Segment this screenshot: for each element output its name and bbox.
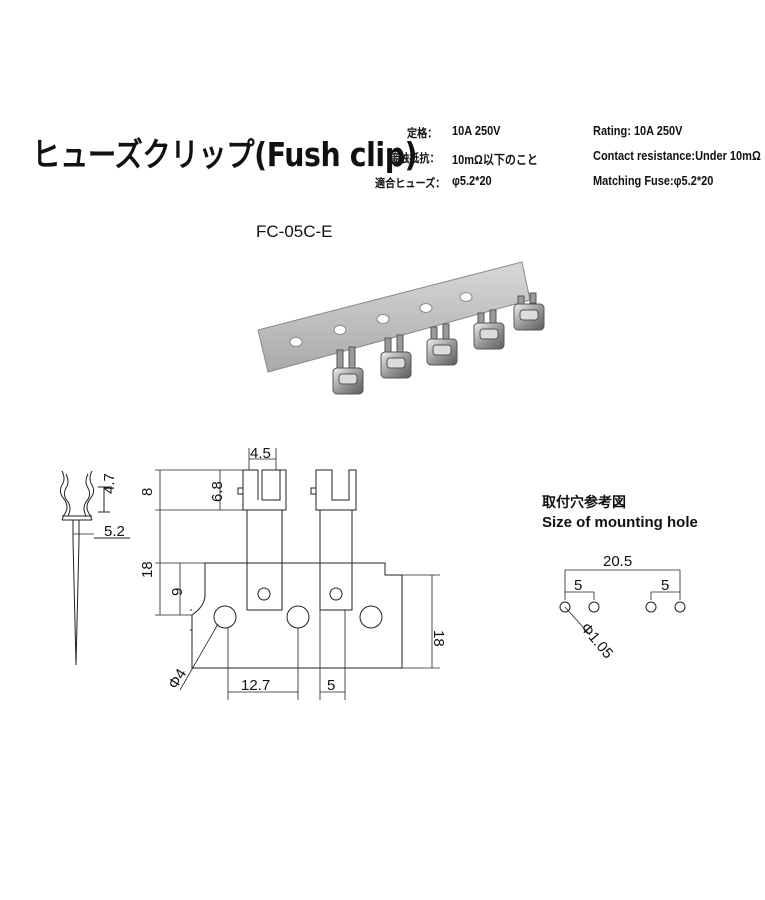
dim-mount-right: 5 [661,577,669,594]
spec-contact-en: Contact resistance:Under 10mΩ [593,149,761,163]
strip-hole [459,292,473,302]
dim-mount-hole-dia: Φ1.05 [577,620,616,662]
mounting-title-jp: 取付穴参考図 [542,495,626,511]
dim-side-thickness: 5.2 [104,523,125,540]
spec-rating-en: Rating: 10A 250V [593,124,683,138]
spec-fuse-en: Matching Fuse:φ5.2*20 [593,174,714,188]
fuse-clip [332,346,364,395]
spec-rating-value-jp: 10A 250V [452,124,501,138]
fuse-clip [513,292,545,331]
strip-hole [333,325,347,335]
mounting-hole-diagram: 20.5 5 5 Φ1.05 [559,553,686,662]
mounting-title-en: Size of mounting hole [542,514,698,531]
dim-hole-dia: Φ4 [165,666,190,692]
dim-pitch: 12.7 [241,677,270,694]
spec-rating-label-jp: 定格： [407,126,438,140]
page-title: ヒューズクリップ(Fush clip) [32,135,418,174]
dim-lower-height: 9 [169,588,186,596]
dim-slot-height: 6.8 [209,481,226,502]
dim-strip-height: 18 [430,630,447,647]
fuse-clip [473,309,505,350]
dim-side-height: 4.7 [101,473,118,494]
spec-contact-label-jp: 接触抵抗： [389,151,440,165]
strip-hole [419,303,433,313]
dim-clip-height: 18 [139,561,156,578]
strip-hole [376,314,390,324]
spec-contact-value-jp: 10mΩ以下のこと [452,153,538,167]
spec-fuse-value-jp: φ5.2*20 [452,174,492,188]
dim-tab-width: 4.5 [250,445,271,462]
dim-lead-width: 5 [327,677,335,694]
side-view: 4.7 5.2 [59,470,130,666]
model-number: FC-05C-E [256,222,333,241]
strip-hole [289,337,303,347]
fuse-clip [426,323,458,366]
dim-mount-left: 5 [574,577,582,594]
fuse-clip [380,334,412,379]
dim-top-height: 8 [139,488,156,496]
spec-fuse-label-jp: 適合ヒューズ： [375,176,446,190]
front-view: 4.5 8 6.8 18 9 18 Φ4 12.7 5 [139,445,447,700]
dim-mount-overall: 20.5 [603,553,632,570]
